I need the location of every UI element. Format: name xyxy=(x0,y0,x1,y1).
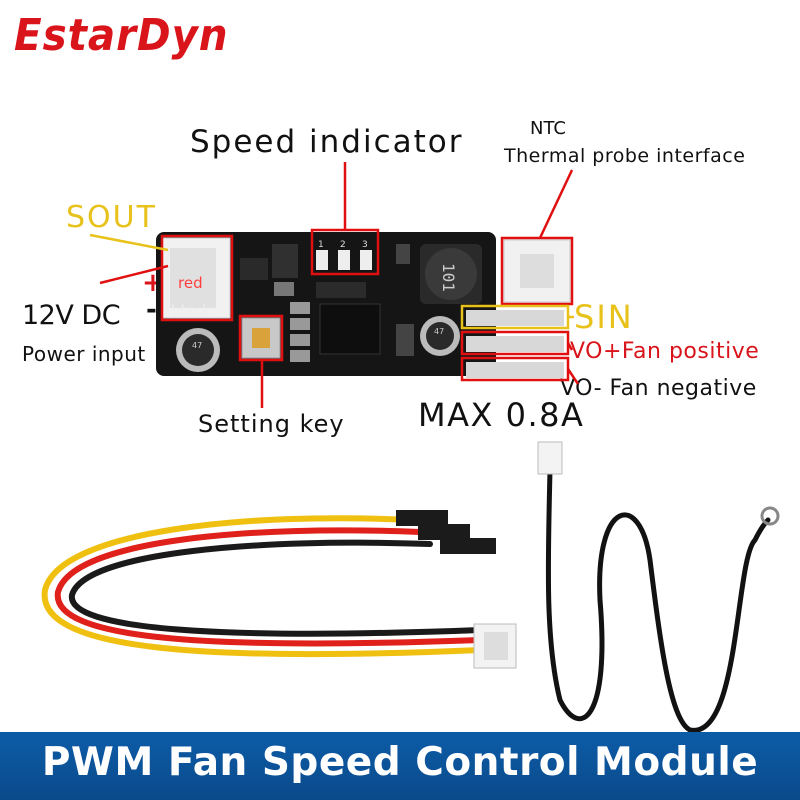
ntc-box xyxy=(500,236,574,306)
ntc-connector xyxy=(503,239,571,303)
capacitor-right: 47 xyxy=(420,316,460,356)
ntc-probe-cable xyxy=(545,467,771,733)
inductor: 101 xyxy=(420,244,482,304)
dc12-label: 12V DC xyxy=(22,300,121,331)
vo-negative-label: VO- Fan negative xyxy=(560,376,757,401)
power-connector-box xyxy=(160,234,234,322)
output-pins xyxy=(466,310,564,378)
led-group: 1 2 3 xyxy=(316,240,372,270)
led-2-mark: 2 xyxy=(340,240,346,250)
brand-logo: EstarDyn xyxy=(14,10,229,61)
setting-key-label: Setting key xyxy=(198,410,345,438)
sout-label: SOUT xyxy=(66,200,157,235)
speed-indicator-label: Speed indicator xyxy=(190,124,464,160)
capacitor-left: 47 xyxy=(176,328,220,372)
fan-jst-connector xyxy=(473,623,517,669)
ntc-label: NTC xyxy=(530,118,566,139)
red-wire-label: red xyxy=(178,274,203,292)
power-connector xyxy=(161,237,231,319)
power-input-label: Power input xyxy=(22,342,146,366)
led-3-mark: 3 xyxy=(362,240,368,250)
title-banner xyxy=(0,732,800,800)
svg-text:47: 47 xyxy=(434,327,444,336)
thermal-probe-label: Thermal probe interface xyxy=(504,145,746,167)
sin-label: SIN xyxy=(574,298,634,336)
setting-key-switch xyxy=(241,317,281,359)
ntc-probe-connector xyxy=(537,441,563,475)
svg-text:47: 47 xyxy=(192,341,202,350)
banner-title: PWM Fan Speed Control Module xyxy=(41,740,759,785)
max-current-label: MAX 0.8A xyxy=(418,396,585,434)
led-1-mark: 1 xyxy=(318,240,324,250)
minus-label: - xyxy=(146,295,157,325)
fan-cable xyxy=(41,515,483,658)
dupont-connectors xyxy=(396,510,496,554)
svg-text:101: 101 xyxy=(439,263,458,292)
black-wire-label: black xyxy=(171,302,211,320)
vo-positive-label: VO+Fan positive xyxy=(570,339,760,364)
ntc-ring-terminal xyxy=(760,506,780,526)
